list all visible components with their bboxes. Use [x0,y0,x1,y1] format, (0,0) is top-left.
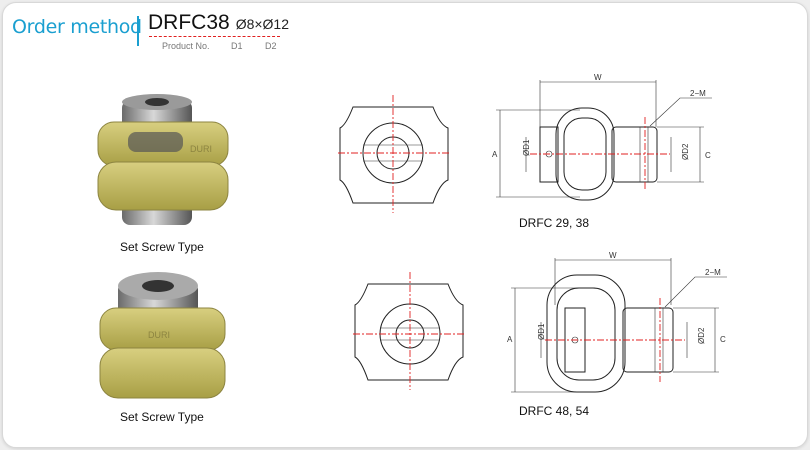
dim-a: A [507,335,513,344]
dim-w: W [594,73,602,82]
dim-d1: ØD1 [522,139,531,156]
dim-c: C [705,151,711,160]
label-d1: D1 [231,41,243,51]
drawing-caption-2: DRFC 48, 54 [519,404,590,418]
photo-caption-2: Set Screw Type [120,410,204,424]
front-view-drawing-1 [338,95,450,213]
coupling-photo-2: DURI [99,272,226,399]
code-underline [149,36,280,37]
drawing-caption-1: DRFC 29, 38 [519,216,590,230]
photo-caption-1: Set Screw Type [120,240,204,254]
coupling-photo-1: DURI [97,94,229,225]
dim-d2: ØD2 [697,327,706,344]
logo-text: DURI [148,330,170,340]
label-d2: D2 [265,41,277,51]
dim-c: C [720,335,726,344]
bore-dimensions: Ø8×Ø12 [235,16,290,32]
label-product-no: Product No. [162,41,210,51]
side-view-drawing-1: W A ØD1 ØD2 C 2−M [492,73,712,201]
product-code: DRFC38 [148,11,230,34]
dim-m: 2−M [690,89,706,98]
dim-d2: ØD2 [681,143,690,160]
order-code: DRFC38 Ø8×Ø12 [148,11,289,35]
dim-w: W [609,251,617,260]
logo-text: DURI [190,144,212,154]
dim-d1: ØD1 [537,323,546,340]
side-view-drawing-2: W A ØD1 ØD2 C 2−M [507,251,727,393]
dim-a: A [492,150,498,159]
front-view-drawing-2 [353,272,465,390]
section-title: Order method [12,16,142,38]
dim-m: 2−M [705,268,721,277]
divider [137,16,139,46]
